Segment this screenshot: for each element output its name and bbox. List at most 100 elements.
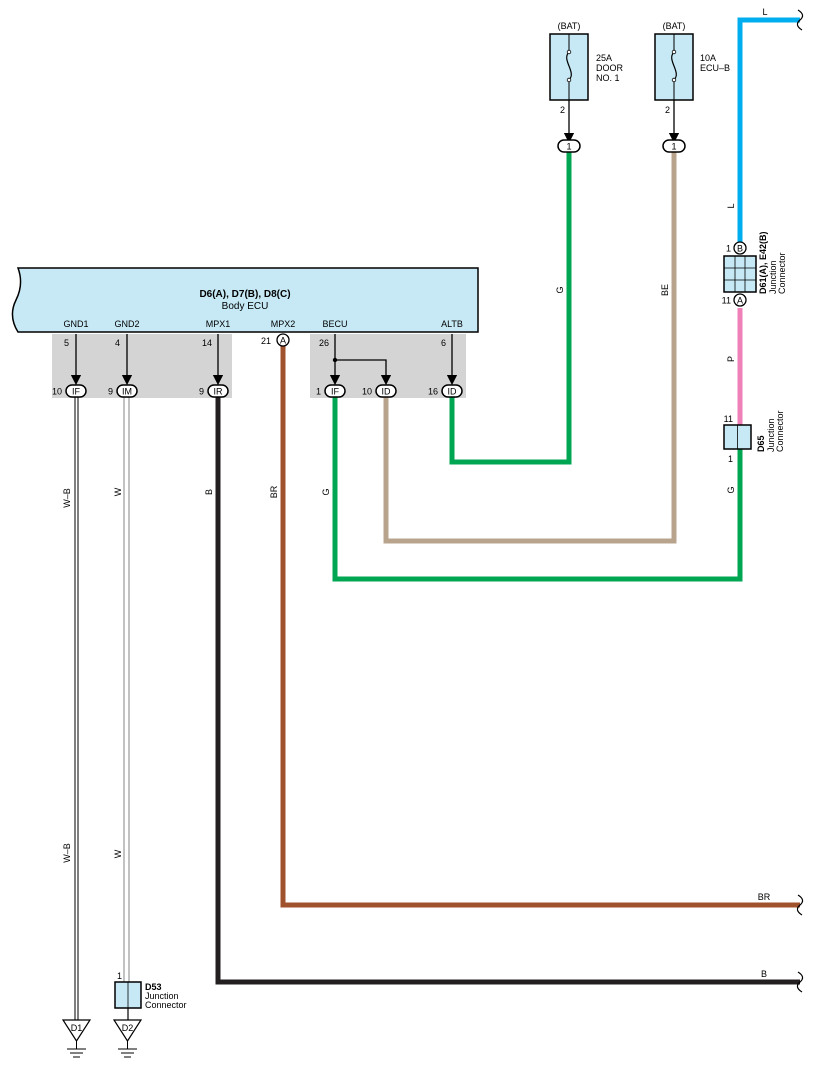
fuse2-pin: 2 <box>665 105 670 115</box>
fuse1-rating: 25A <box>596 53 612 63</box>
internal-arrows <box>70 334 458 386</box>
fuse1-conn: 1 <box>566 142 571 152</box>
pin-num-gnd1: 5 <box>64 338 69 348</box>
wire-label-be: BE <box>660 284 670 296</box>
wire-label-g-fuse: G <box>555 286 565 293</box>
fuse2-name-line1: ECU–B <box>700 63 730 73</box>
wire-label-l-vert: L <box>726 203 736 208</box>
svg-text:Connector: Connector <box>775 410 785 452</box>
mpx2-connector-a: A <box>276 333 290 347</box>
wire-g-fuse <box>449 152 572 465</box>
svg-text:B: B <box>737 244 743 254</box>
wire-label-g-d65: G <box>726 486 736 493</box>
junction-connector-d53: 1 D53 Junction Connector <box>114 971 187 1010</box>
svg-text:IM: IM <box>122 387 132 397</box>
wire-label-l-horiz: L <box>762 7 767 17</box>
svg-text:1: 1 <box>728 454 733 464</box>
svg-text:10: 10 <box>52 387 62 397</box>
wire-label-p: P <box>726 356 736 362</box>
splice-dot <box>332 357 338 363</box>
wire-labels: W–B W–B W W B BR G G BE L L P G BR B <box>62 7 771 979</box>
fuse2-source: (BAT) <box>663 21 686 31</box>
jb-connector-id-16: ID 16 <box>428 384 463 398</box>
svg-text:D61(A), E42(B): D61(A), E42(B) <box>758 231 768 294</box>
fuse-door-no1: (BAT) 25A DOOR NO. 1 2 1 <box>549 21 624 153</box>
pin-name-altb: ALTB <box>441 319 463 329</box>
jb-connector-if-10: IF 10 <box>52 384 87 398</box>
pin-num-altb: 6 <box>441 338 446 348</box>
pin-name-mpx2: MPX2 <box>271 319 296 329</box>
svg-text:Junction: Junction <box>145 991 179 1001</box>
wire-br <box>280 346 800 908</box>
wire-label-b-horiz: B <box>761 969 767 979</box>
jb-connector-im-9: IM 9 <box>108 384 138 398</box>
svg-text:IF: IF <box>331 387 340 397</box>
svg-text:16: 16 <box>428 387 438 397</box>
svg-text:1: 1 <box>117 971 122 981</box>
body-ecu-box <box>11 267 479 333</box>
svg-text:IF: IF <box>72 387 81 397</box>
fuse1-name-line2: NO. 1 <box>596 73 620 83</box>
svg-text:9: 9 <box>199 387 204 397</box>
fuse2-conn: 1 <box>671 142 676 152</box>
svg-text:D1: D1 <box>71 1023 83 1033</box>
wire-w <box>123 397 130 982</box>
wire-label-wb-upper: W–B <box>62 488 72 508</box>
svg-text:IR: IR <box>214 387 224 397</box>
wire-b <box>215 397 800 985</box>
jb-connector-id-10: ID 10 <box>362 384 397 398</box>
jb-connector-if-1: IF 1 <box>316 384 346 398</box>
pin-name-becu: BECU <box>322 319 347 329</box>
svg-text:11: 11 <box>722 296 731 306</box>
wire-be <box>383 152 677 544</box>
pin-num-mpx1: 14 <box>202 338 212 348</box>
svg-text:1: 1 <box>316 387 321 397</box>
wire-label-br-horiz: BR <box>758 892 771 902</box>
wire-wb <box>74 397 79 1020</box>
ecu-title: D6(A), D7(B), D8(C) <box>199 289 290 300</box>
svg-text:Connector: Connector <box>145 1000 187 1010</box>
jb-connectors: IF 10 IM 9 IR 9 IF 1 ID 10 ID 16 <box>52 384 463 398</box>
svg-text:Connector: Connector <box>777 252 787 294</box>
break-marks <box>796 9 804 993</box>
wire-label-g-ecu: G <box>321 488 331 495</box>
pin-name-gnd1: GND1 <box>63 319 88 329</box>
svg-text:D53: D53 <box>145 982 162 992</box>
fuse1-name-line1: DOOR <box>596 63 624 73</box>
ground-d2: D2 <box>112 1019 143 1058</box>
fuse1-source: (BAT) <box>558 21 581 31</box>
wire-label-w-upper: W <box>113 487 123 496</box>
wire-label-w-lower: W <box>113 849 123 858</box>
junction-connector-d65: 11 1 D65 Junction Connector <box>723 410 785 464</box>
svg-text:Junction: Junction <box>766 418 776 452</box>
svg-text:ID: ID <box>382 387 392 397</box>
wire-label-wb-lower: W–B <box>62 843 72 863</box>
svg-text:10: 10 <box>362 387 372 397</box>
fuse-ecu-b: (BAT) 10A ECU–B 2 1 <box>654 21 730 153</box>
wire-label-b-vert: B <box>204 489 214 495</box>
ground-d1: D1 <box>61 1019 92 1058</box>
svg-text:Junction: Junction <box>768 260 778 294</box>
svg-text:D2: D2 <box>122 1023 134 1033</box>
wire-g-d65 <box>332 397 743 582</box>
fuse2-rating: 10A <box>700 53 716 63</box>
fuse1-pin: 2 <box>560 105 565 115</box>
junction-connector-d61: B 1 A 11 D61(A), E42(B) Junction Connect… <box>722 231 787 307</box>
pin-num-gnd2: 4 <box>115 338 120 348</box>
svg-text:9: 9 <box>108 387 113 397</box>
jb-connector-ir-9: IR 9 <box>199 384 229 398</box>
svg-text:D65: D65 <box>756 435 766 452</box>
wire-label-br-vert: BR <box>269 485 279 498</box>
pin-num-becu: 26 <box>319 338 329 348</box>
svg-text:ID: ID <box>448 387 458 397</box>
wire-l <box>737 17 800 242</box>
svg-text:A: A <box>280 336 286 346</box>
svg-text:11: 11 <box>724 414 733 424</box>
svg-text:A: A <box>737 296 743 306</box>
svg-text:1: 1 <box>726 244 731 254</box>
pin-num-mpx2: 21 <box>261 336 271 346</box>
pin-name-mpx1: MPX1 <box>206 319 231 329</box>
ecu-subtitle: Body ECU <box>222 301 269 312</box>
pin-name-gnd2: GND2 <box>114 319 139 329</box>
